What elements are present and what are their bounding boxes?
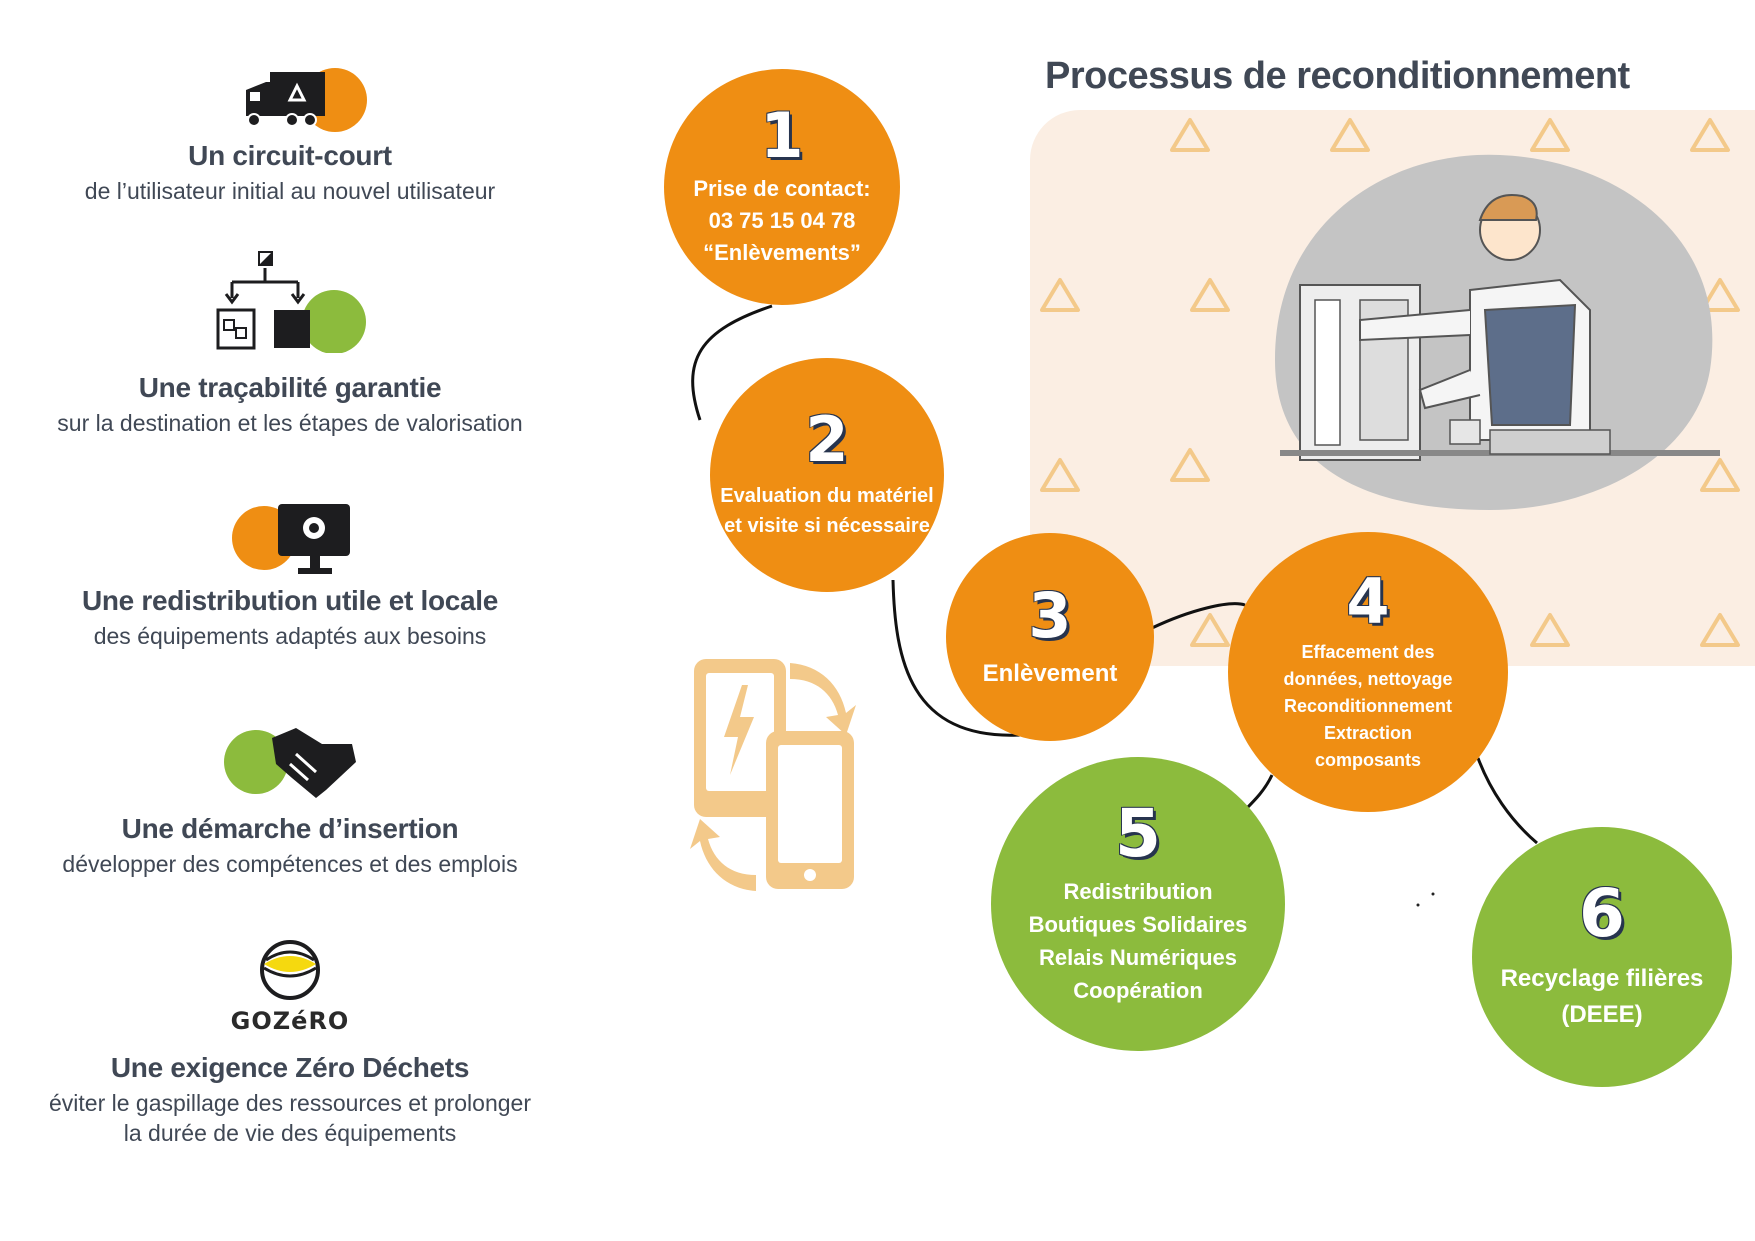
step-3-circle: 3 Enlèvement — [946, 533, 1154, 741]
step-number: 4 — [1346, 564, 1390, 638]
gozero-logo — [260, 940, 320, 1000]
computer-gear-icon — [232, 504, 350, 574]
step-text-line: Extraction — [1323, 722, 1413, 743]
step-text-line: (DEEE) — [1561, 1001, 1643, 1028]
step-text-line: données, nettoyage — [1283, 668, 1453, 689]
step-1-circle: 1 Prise de contact: 03 75 15 04 78 “Enlè… — [664, 69, 900, 305]
step-text-line: Enlèvement — [982, 660, 1118, 687]
feature-circuit-court: Un circuit-court de l’utilisateur initia… — [40, 140, 540, 206]
step-text-line: Prise de contact: — [693, 176, 871, 201]
step-text-line: Recyclage filières — [1500, 965, 1704, 992]
step-number: 1 — [760, 99, 804, 172]
feature-insertion: Une démarche d’insertion développer des … — [40, 813, 540, 879]
step-4-circle: 4 Effacement des données, nettoyage Reco… — [1228, 532, 1508, 812]
feature-desc: développer des compétences et des emploi… — [62, 851, 518, 877]
truck-recycle-icon — [246, 68, 367, 132]
handshake-icon — [224, 728, 356, 798]
step-6-circle: 6 Recyclage filières (DEEE) — [1472, 827, 1732, 1087]
step-text-line: Boutiques Solidaires — [1028, 912, 1248, 937]
feature-title: Une exigence Zéro Déchets — [110, 1052, 470, 1083]
step-text-line: Coopération — [1073, 978, 1203, 1003]
feature-tracabilite: Une traçabilité garantie sur la destinat… — [40, 372, 540, 438]
feature-title: Une démarche d’insertion — [121, 813, 459, 844]
step-number: 6 — [1579, 875, 1625, 952]
step-text-line: 03 75 15 04 78 — [708, 208, 856, 233]
feature-desc: des équipements adaptés aux besoins — [93, 623, 487, 649]
step-2-circle: 2 Evaluation du matériel et visite si né… — [710, 358, 944, 592]
feature-desc: éviter le gaspillage des ressources et p… — [49, 1090, 531, 1146]
step-text-line: Evaluation du matériel — [720, 485, 934, 507]
feature-desc: sur la destination et les étapes de valo… — [57, 410, 523, 436]
feature-desc: de l’utilisateur initial au nouvel utili… — [84, 178, 496, 204]
feature-zero-dechets: Une exigence Zéro Déchets éviter le gasp… — [40, 1052, 540, 1148]
phone-refurbish-icon — [690, 659, 856, 891]
feature-title: Une redistribution utile et locale — [81, 585, 499, 616]
step-5-circle: 5 Redistribution Boutiques Solidaires Re… — [991, 757, 1285, 1051]
technician-illustration — [1275, 154, 1720, 510]
feature-title: Une traçabilité garantie — [138, 372, 442, 403]
recycle-pattern-panel — [1030, 110, 1755, 666]
step-number: 2 — [805, 403, 849, 476]
step-text-line: Relais Numériques — [1038, 945, 1238, 970]
step-text-line: et visite si nécessaire — [724, 515, 930, 537]
gozero-logo-text: GOZéRO — [230, 1007, 350, 1035]
step-text-line: composants — [1314, 749, 1422, 770]
feature-title: Un circuit-court — [188, 140, 392, 171]
traceability-icon — [216, 251, 366, 353]
step-text-line: Effacement des — [1301, 641, 1435, 662]
process-title: Processus de reconditionnement — [1045, 55, 1630, 97]
step-number: 5 — [1115, 795, 1161, 872]
feature-redistribution: Une redistribution utile et locale des é… — [40, 585, 540, 651]
step-text-line: “Enlèvements” — [703, 240, 861, 265]
step-text-line: Redistribution — [1063, 879, 1213, 904]
step-number: 3 — [1028, 579, 1072, 652]
step-text-line: Reconditionnement — [1283, 695, 1452, 716]
